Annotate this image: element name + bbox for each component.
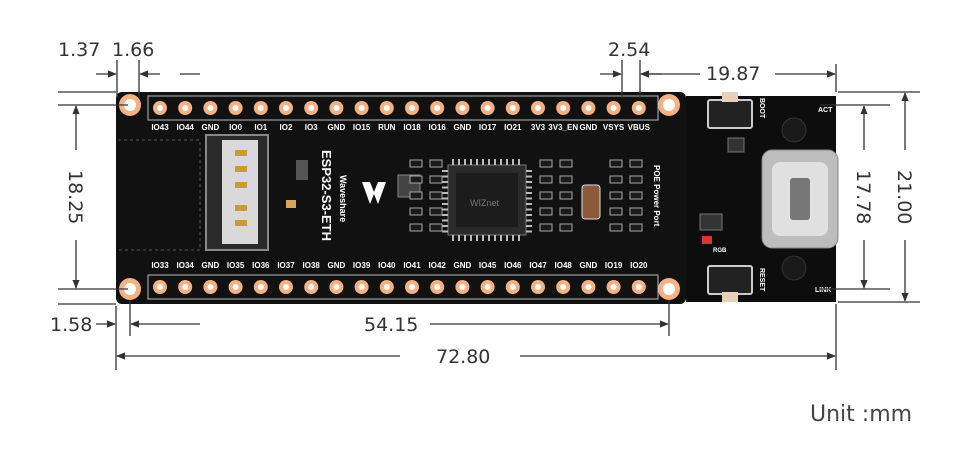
sd-card-slot <box>205 134 269 251</box>
chip-pins <box>442 159 532 241</box>
mounting-hole <box>658 278 680 300</box>
bottom-pin-label: IO48 <box>555 261 573 270</box>
bottom-pin-label: IO35 <box>227 261 245 270</box>
inductor <box>581 184 601 220</box>
bottom-pin-label: IO36 <box>252 261 270 270</box>
bottom-pin-label: IO45 <box>479 261 497 270</box>
poe-label: POE Power Port <box>652 165 661 227</box>
chip-small <box>296 160 308 180</box>
top-pin-label: GND <box>202 123 220 132</box>
bottom-pin-label: GND <box>454 261 472 270</box>
dim-18-25: 18.25 <box>64 170 86 224</box>
top-pin-label: GND <box>328 123 346 132</box>
top-pin-label: GND <box>454 123 472 132</box>
top-pin-label: RUN <box>378 123 396 132</box>
led-link <box>781 255 807 281</box>
dim-19-87: 19.87 <box>706 63 760 85</box>
top-pin-label: IO16 <box>429 123 447 132</box>
dim-2-54: 2.54 <box>608 39 650 61</box>
bottom-pin-label: IO20 <box>630 261 648 270</box>
top-pin-label: VBUS <box>628 123 651 132</box>
reset-label: RESET <box>758 268 765 292</box>
svg-text:WIZnet: WIZnet <box>470 198 500 208</box>
reset-button[interactable] <box>707 265 753 302</box>
top-pin-label: IO2 <box>280 123 293 132</box>
mounting-hole <box>658 94 680 116</box>
bottom-pin-labels: IO33 IO34 GND IO35 IO36 IO37 IO38 GND IO39 IO40 IO… <box>151 261 648 270</box>
mounting-hole <box>119 94 141 116</box>
ethernet-controller-chip: WIZnet <box>447 164 527 236</box>
waveshare-logo-icon <box>362 182 386 204</box>
brand-silk: Waveshare <box>338 175 348 222</box>
bottom-pin-pads <box>153 280 646 294</box>
led-act <box>781 117 807 143</box>
bottom-pin-label: IO41 <box>403 261 421 270</box>
bottom-pin-label: IO34 <box>177 261 195 270</box>
top-pin-label: IO17 <box>479 123 497 132</box>
top-pin-label: GND <box>580 123 598 132</box>
dim-21-00: 21.00 <box>893 170 915 224</box>
bottom-pin-label: IO37 <box>277 261 295 270</box>
usb-c-port <box>761 149 839 249</box>
dim-72-80: 72.80 <box>436 346 490 368</box>
bottom-pin-label: IO46 <box>504 261 522 270</box>
bottom-pin-label: GND <box>580 261 598 270</box>
top-pin-label: IO18 <box>403 123 421 132</box>
dim-1-66: 1.66 <box>112 39 154 61</box>
boot-button[interactable] <box>707 92 753 129</box>
top-pin-label: IO21 <box>504 123 522 132</box>
top-pin-label: VSYS <box>603 123 625 132</box>
bottom-pin-label: IO38 <box>303 261 321 270</box>
chip-small <box>699 213 723 231</box>
top-pin-label: IO3 <box>305 123 318 132</box>
bottom-pin-label: IO33 <box>151 261 169 270</box>
bottom-pin-label: GND <box>328 261 346 270</box>
top-pin-label: IO1 <box>254 123 267 132</box>
boot-label: BOOT <box>758 98 765 119</box>
board-name-silk: ESP32-S3-ETH <box>319 150 334 241</box>
mounting-hole <box>119 278 141 300</box>
bottom-pin-label: IO19 <box>605 261 623 270</box>
act-label: ACT <box>818 107 833 114</box>
rgb-led <box>702 236 712 244</box>
chip-small <box>286 200 296 208</box>
rgb-label: RGB <box>713 248 727 254</box>
link-label: LINK <box>815 287 831 294</box>
top-pin-label: IO0 <box>229 123 242 132</box>
top-pin-label: 3V3_EN <box>548 123 578 132</box>
top-pin-label: IO15 <box>353 123 371 132</box>
top-header-frame <box>147 95 659 121</box>
bottom-pin-label: IO39 <box>353 261 371 270</box>
top-pin-pads <box>153 101 646 115</box>
top-pin-label: 3V3 <box>531 123 546 132</box>
top-pin-label: IO43 <box>151 123 169 132</box>
dim-1-37: 1.37 <box>58 39 100 61</box>
dim-54-15: 54.15 <box>364 314 418 336</box>
resistor-array <box>409 159 643 232</box>
bottom-pin-label: IO47 <box>529 261 547 270</box>
dimension-lines <box>58 60 920 370</box>
unit-label: Unit :mm <box>810 402 912 427</box>
chip-small <box>727 137 745 153</box>
dim-1-58: 1.58 <box>50 314 92 336</box>
dim-17-78: 17.78 <box>852 170 874 224</box>
top-pin-labels: IO43 IO44 GND IO0 IO1 IO2 IO3 GND IO15 RUN IO18 IO1… <box>151 123 650 132</box>
bottom-pin-label: GND <box>202 261 220 270</box>
bottom-pin-label: IO40 <box>378 261 396 270</box>
bottom-pin-label: IO42 <box>429 261 447 270</box>
bottom-header-frame <box>147 274 659 300</box>
top-pin-label: IO44 <box>177 123 195 132</box>
